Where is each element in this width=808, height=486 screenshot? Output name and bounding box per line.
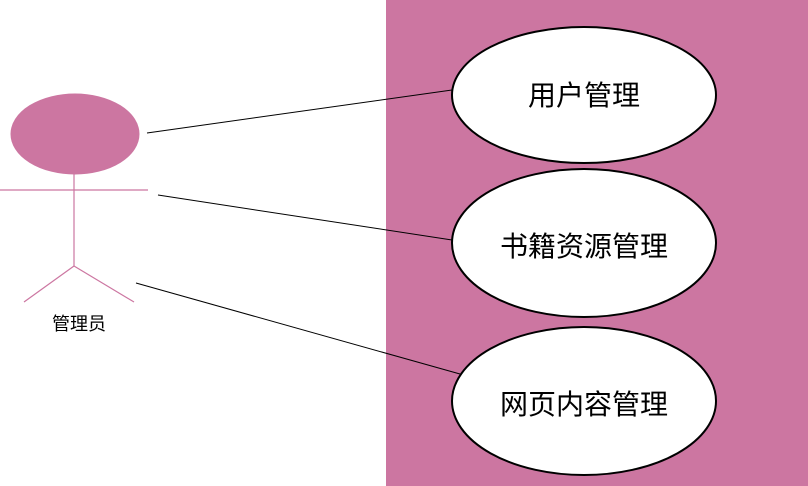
use-case-ellipse (451, 326, 717, 476)
use-case-ellipse (451, 168, 717, 318)
use-case-ellipse (451, 26, 717, 164)
use-case-label: 书籍资源管理 (500, 230, 668, 263)
use-case-label: 网页内容管理 (500, 388, 668, 421)
actor-head (10, 93, 140, 175)
association-line-book-resource-management (157, 194, 453, 241)
actor-label: 管理员 (52, 314, 106, 335)
use-case-label: 用户管理 (528, 79, 640, 112)
association-line-user-management (146, 89, 453, 134)
use-case-web-content-management: 网页内容管理 (451, 326, 717, 476)
actor-right-leg (73, 265, 135, 303)
actor-left-leg (23, 265, 75, 303)
association-line-web-content-management (135, 282, 461, 375)
use-case-user-management: 用户管理 (451, 26, 717, 164)
actor-figure (0, 93, 148, 303)
use-case-book-resource-management: 书籍资源管理 (451, 168, 717, 318)
